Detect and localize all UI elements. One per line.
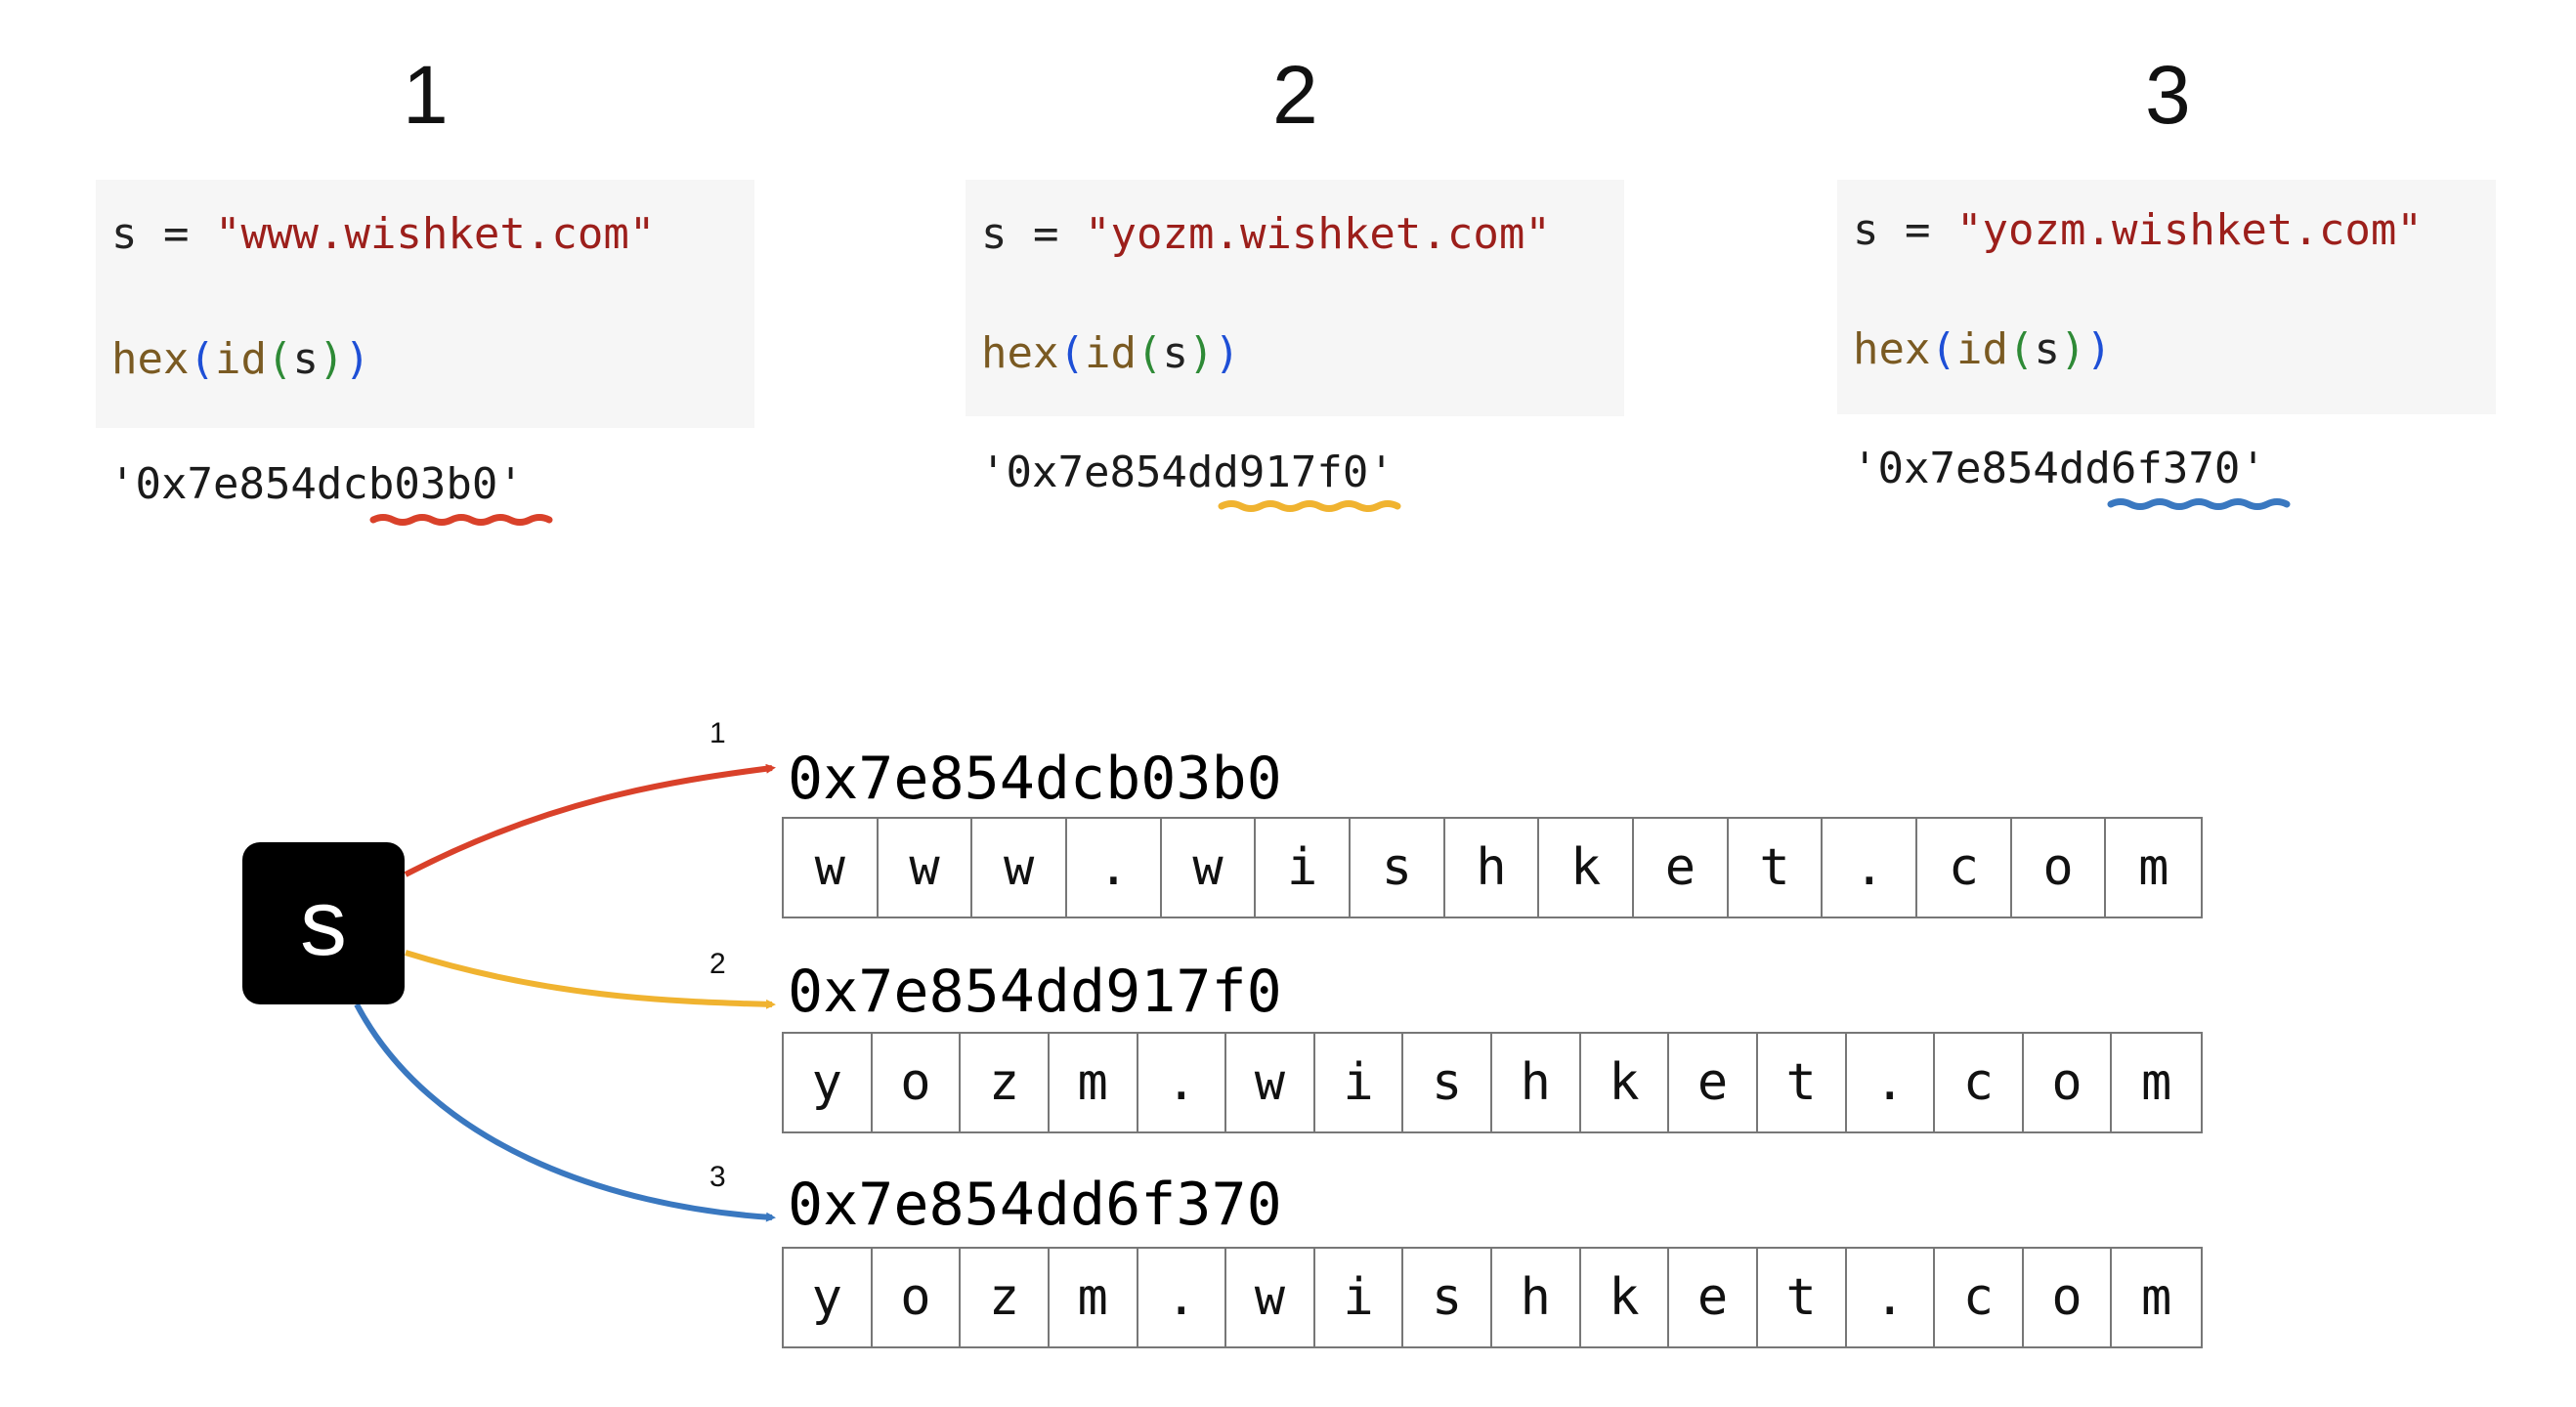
string-literal: "yozm.wishket.com" [1085,209,1551,259]
variable-name: s [300,871,347,975]
step-number-3: 3 [2145,49,2191,141]
arrow-1 [404,763,776,877]
code-block-3: s = "yozm.wishket.com" hex(id(s)) [1837,180,2496,414]
char-cell: h [1445,819,1540,917]
output-3: '0x7e854dd6f370' [1852,444,2266,493]
arrow-label-1: 1 [709,717,726,749]
string-literal: "yozm.wishket.com" [1956,205,2423,255]
output-2: '0x7e854dd917f0' [980,448,1395,497]
char-cell: o [2012,819,2107,917]
arrow-2 [405,950,776,1009]
char-cell: o [2024,1034,2113,1131]
char-cell: m [1050,1034,1138,1131]
char-cell: t [1729,819,1824,917]
char-cell: o [873,1034,962,1131]
underline-1 [369,514,553,526]
char-cell: . [1138,1249,1227,1346]
highlighted-suffix: 917f0 [1238,448,1369,497]
step-number-2: 2 [1272,49,1318,141]
char-cell: . [1067,819,1162,917]
string-literal: "www.wishket.com" [215,209,656,259]
underline-2 [1218,500,1401,512]
char-cell: m [2141,1053,2172,1112]
char-cell: h [1492,1249,1581,1346]
char-cell: i [1256,819,1352,917]
code-block-1: s = "www.wishket.com" hex(id(s)) [96,180,754,428]
arrow-3 [354,1002,776,1222]
char-cell: e [1669,1249,1758,1346]
object-address-2: 0x7e854dd917f0 [788,958,1282,1026]
call-line: hex(id(s)) [1853,324,2112,374]
char-cell: m [1050,1249,1138,1346]
underline-3 [2107,498,2291,510]
char-cell: h [1492,1034,1581,1131]
char-cell: i [1315,1034,1404,1131]
char-cell: o [2024,1249,2113,1346]
char-cell: s [1403,1249,1492,1346]
char-cell: c [1935,1249,2024,1346]
char-cell: s [1351,819,1445,917]
char-cell: t [1758,1249,1847,1346]
char-cell: e [1634,819,1729,917]
char-cell: k [1581,1034,1670,1131]
char-cell: o [873,1249,962,1346]
char-cell: t [1758,1034,1847,1131]
char-cell: . [1138,1034,1227,1131]
char-cell: . [1847,1034,1936,1131]
char-cell: . [1823,819,1918,917]
char-cell: y [784,1249,873,1346]
object-address-1: 0x7e854dcb03b0 [788,745,1282,813]
char-cell: k [1539,819,1635,917]
highlighted-suffix: b03b0 [367,459,498,509]
assign-line: s = "yozm.wishket.com" [1853,205,2423,255]
char-cell: . [1847,1249,1936,1346]
assign-line: s = "yozm.wishket.com" [981,209,1551,259]
char-cell: w [784,819,879,917]
char-cell: m [2138,838,2169,897]
char-cell: s [1403,1034,1492,1131]
object-address-3: 0x7e854dd6f370 [788,1171,1282,1239]
char-cell: k [1581,1249,1670,1346]
char-cell: c [1917,819,2012,917]
char-cell: m [2141,1268,2172,1327]
highlighted-suffix: 6f370 [2110,444,2241,493]
char-cell: w [1226,1034,1315,1131]
char-cell: i [1315,1249,1404,1346]
char-cell: c [1935,1034,2024,1131]
output-1: '0x7e854dcb03b0' [109,459,524,509]
char-cell: w [1226,1249,1315,1346]
char-cell: w [1162,819,1257,917]
arrow-label-2: 2 [709,948,726,980]
char-cell: y [784,1034,873,1131]
assign-line: s = "www.wishket.com" [111,209,656,259]
call-line: hex(id(s)) [111,334,370,384]
char-cell: z [961,1249,1050,1346]
char-cell: w [972,819,1068,917]
arrow-label-3: 3 [709,1161,726,1193]
variable-s-node: s [242,842,405,1004]
step-number-1: 1 [403,49,449,141]
char-cell: w [879,819,973,917]
call-line: hex(id(s)) [981,328,1240,378]
char-cell: e [1669,1034,1758,1131]
char-cell: z [961,1034,1050,1131]
code-block-2: s = "yozm.wishket.com" hex(id(s)) [966,180,1624,416]
